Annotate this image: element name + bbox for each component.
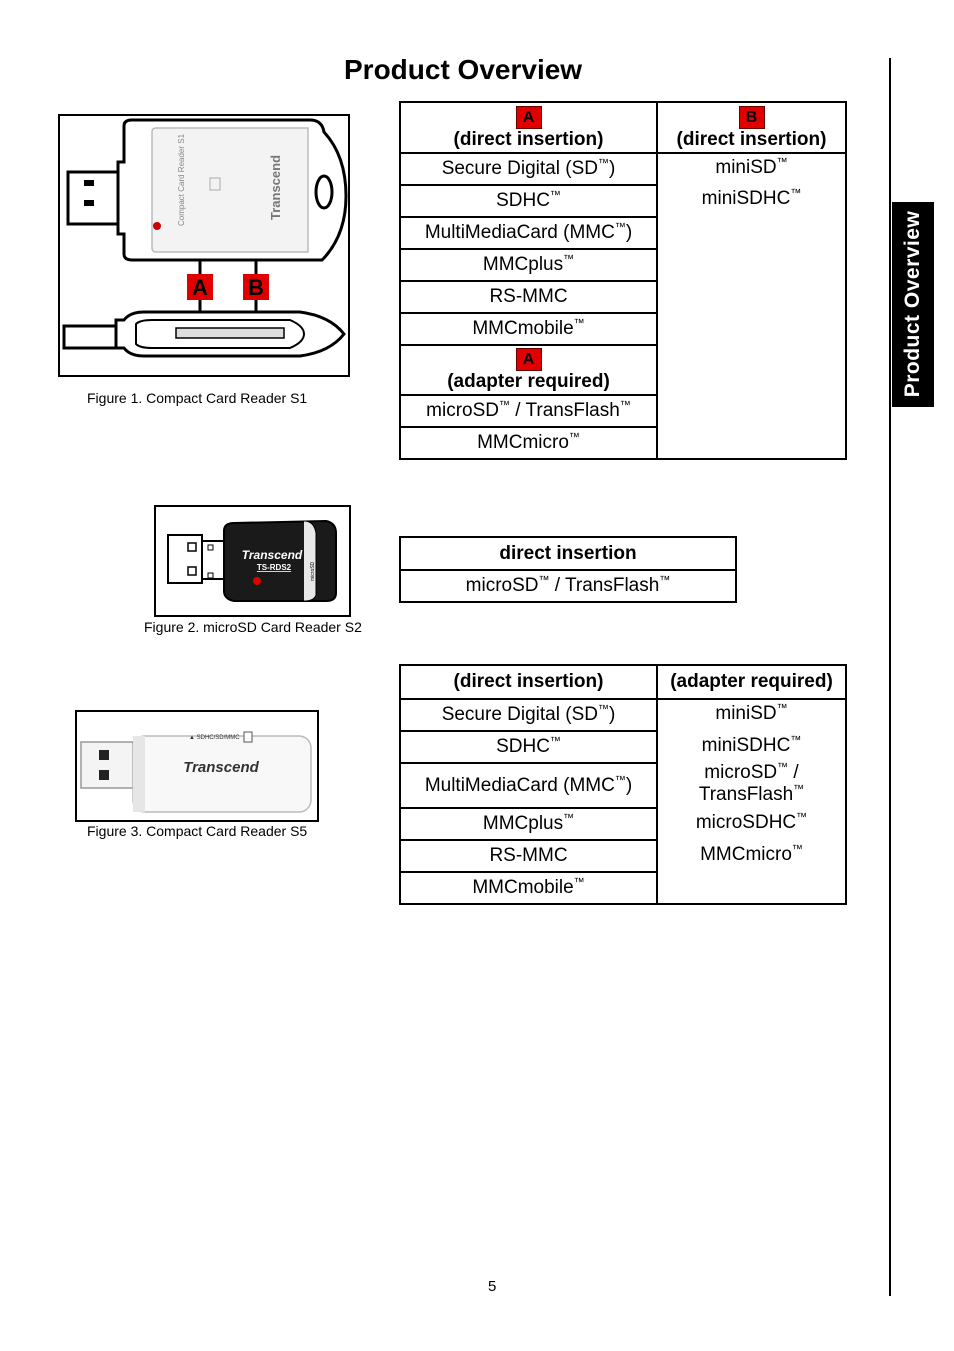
s5-brand: Transcend [183,759,259,776]
s2-side-text: microSD [310,561,316,581]
table1-adapter-header: A(adapter required) [399,344,658,396]
table3-col-b-item: miniSDHC™ [701,734,802,756]
table3-col-b-item: MMCmicro™ [700,843,803,865]
table3-col-b-header: (adapter required) [656,664,847,700]
table3-cell: RS-MMC [399,839,658,873]
table1-col-b-title: (direct insertion) [676,128,827,150]
table3-col-b-item: microSDHC™ [695,811,808,833]
table2-cell: microSD™ / TransFlash™ [399,569,737,603]
s1-label-a: A [192,275,208,300]
s5-slot-text: ▲ SDHC/SD/MMC [189,735,240,741]
table1-col-b-item: miniSDHC™ [701,187,802,209]
side-tab-label: Product Overview [901,210,924,398]
s1-label-b: B [248,275,264,300]
card-reader-s2-illustration: Transcend TS-RDS2 microSD [167,519,337,602]
s1-brand: Transcend [268,155,283,220]
s2-brand: Transcend [242,548,303,562]
card-reader-s1-illustration: Compact Card Reader S1 Transcend A B [62,118,348,358]
table1-adapter-title: (adapter required) [447,371,610,392]
figure-s1-caption: Figure 1. Compact Card Reader S1 [87,390,308,406]
table3-col-b-item: TransFlash™ [698,783,805,805]
table3-cell: SDHC™ [399,730,658,764]
table3-col-b-list: miniSD™ miniSDHC™ microSD™ / TransFlash™… [656,698,847,905]
s5-compatibility-table: (direct insertion) (adapter required) Se… [399,664,847,905]
card-reader-s5-illustration: ▲ SDHC/SD/MMC Transcend [80,731,312,813]
table1-cell: MMCplus™ [399,248,658,282]
table3-cell: MMCplus™ [399,807,658,841]
table3-cell: MMCmobile™ [399,871,658,905]
table3-cell: Secure Digital (SD™) [399,698,658,732]
side-section-tab: Product Overview [892,202,934,407]
s1-device-text: Compact Card Reader S1 [177,133,186,226]
table1-cell: microSD™ / TransFlash™ [399,394,658,428]
table1-badge-a: A [515,105,542,129]
table1-adapter-badge: A [515,348,542,371]
table1-cell: MMCmicro™ [399,426,658,460]
s2-model: TS-RDS2 [257,563,292,572]
table1-col-b-list: miniSD™ miniSDHC™ [656,152,847,460]
table1-cell: MMCmobile™ [399,312,658,346]
page-number: 5 [488,1278,497,1295]
table1-col-a-title: (direct insertion) [453,128,604,150]
table3-col-a-header: (direct insertion) [399,664,658,700]
table1-badge-b: B [738,105,765,129]
table3-col-b-item: microSD™ / [704,761,799,783]
figure-s2-image: Transcend TS-RDS2 microSD [154,505,351,617]
s1-compatibility-table: A(direct insertion) B(direct insertion) … [399,101,847,460]
table2-header: direct insertion [399,536,737,571]
figure-s1-image: Compact Card Reader S1 Transcend A B [58,114,350,377]
table3-col-b-item: miniSD™ [715,702,788,724]
side-rule [889,58,891,1296]
table3-cell: MultiMediaCard (MMC™) [399,762,658,809]
table1-cell: SDHC™ [399,184,658,218]
table1-col-b-item: miniSD™ [715,156,788,178]
table1-cell: MultiMediaCard (MMC™) [399,216,658,250]
page-title: Product Overview [344,54,583,85]
table1-col-b-header: B(direct insertion) [656,101,847,154]
figure-s5-image: ▲ SDHC/SD/MMC Transcend [75,710,319,822]
table1-cell: RS-MMC [399,280,658,314]
figure-s2-caption: Figure 2. microSD Card Reader S2 [144,619,362,635]
table1-col-a-header: A(direct insertion) [399,101,658,154]
figure-s5-caption: Figure 3. Compact Card Reader S5 [87,823,308,839]
table1-cell: Secure Digital (SD™) [399,152,658,186]
s2-compatibility-table: direct insertion microSD™ / TransFlash™ [399,536,737,603]
